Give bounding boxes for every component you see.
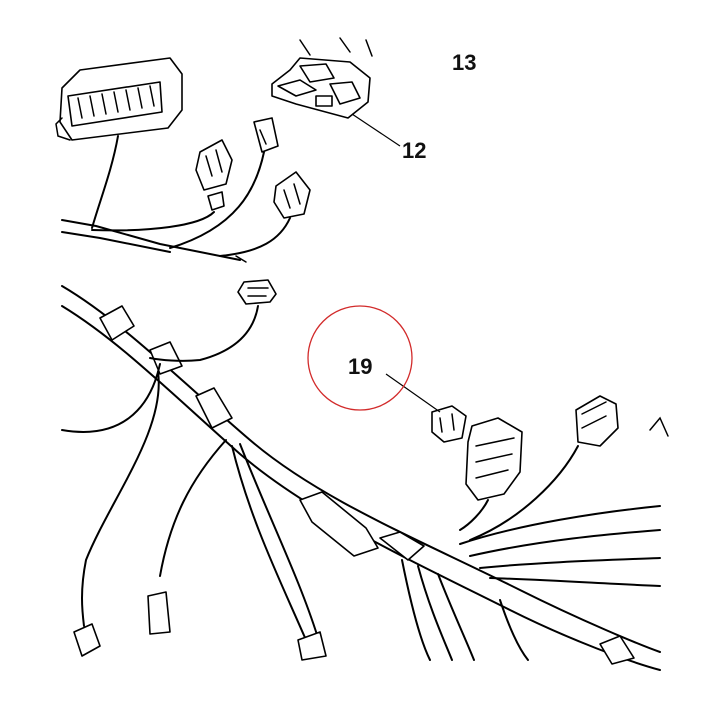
main-harness-trunk — [61, 285, 661, 671]
connector-pair-left — [195, 139, 233, 211]
connector-single-top — [253, 117, 279, 153]
large-connector — [459, 417, 523, 531]
callout-13: 13 — [452, 50, 476, 75]
leader-line-19 — [385, 373, 441, 413]
upper-harness — [61, 135, 291, 263]
connector-pair-right — [273, 171, 311, 219]
lower-branches — [61, 363, 327, 661]
side-connector — [149, 279, 277, 362]
blade-fuse — [431, 405, 467, 443]
callout-19: 19 — [348, 354, 372, 379]
callout-12: 12 — [402, 138, 426, 163]
fuse-box — [55, 57, 183, 141]
right-fanout-wires — [401, 416, 669, 661]
leader-line-12 — [351, 113, 401, 147]
highlight-circle — [307, 305, 413, 411]
relay-block — [271, 37, 373, 119]
small-connector-right — [469, 395, 619, 541]
